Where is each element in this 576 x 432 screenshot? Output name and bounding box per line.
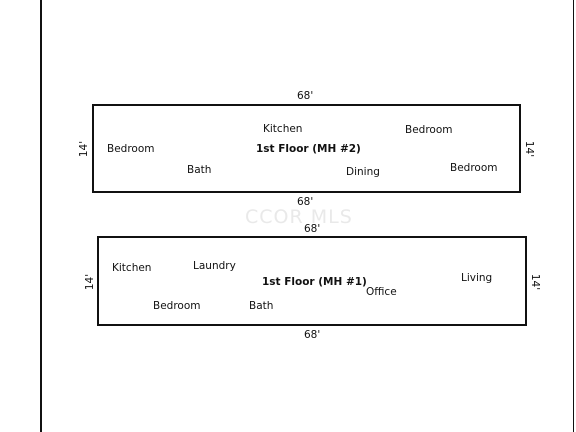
room-label-kitchen: Kitchen: [112, 262, 152, 274]
floor-outline-mh1: [97, 236, 527, 326]
room-label-kitchen: Kitchen: [263, 123, 303, 135]
room-label-bedroom: Bedroom: [450, 162, 498, 174]
room-label-laundry: Laundry: [193, 260, 236, 272]
room-label-bedroom: Bedroom: [153, 300, 201, 312]
room-label-office: Office: [366, 286, 397, 298]
left-border-line: [40, 0, 42, 432]
room-label-dining: Dining: [346, 166, 380, 178]
room-label-bedroom: Bedroom: [107, 143, 155, 155]
dimension-left: 14': [84, 273, 97, 291]
room-label-bath: Bath: [187, 164, 212, 176]
dimension-right: 14': [523, 140, 536, 158]
dimension-left: 14': [78, 140, 91, 158]
dimension-top: 68': [297, 90, 314, 102]
room-label-bath: Bath: [249, 300, 274, 312]
dimension-bottom: 68': [297, 196, 314, 208]
dimension-top: 68': [304, 223, 321, 235]
room-label-bedroom: Bedroom: [405, 124, 453, 136]
watermark: CCOR MLS: [245, 206, 353, 228]
room-label-living: Living: [461, 272, 493, 284]
dimension-right: 14': [529, 273, 542, 291]
floor-title: 1st Floor (MH #2): [256, 143, 361, 155]
floor-title: 1st Floor (MH #1): [262, 276, 367, 288]
dimension-bottom: 68': [304, 329, 321, 341]
floor-outline-mh2: [92, 104, 521, 193]
right-border-line: [573, 0, 574, 432]
